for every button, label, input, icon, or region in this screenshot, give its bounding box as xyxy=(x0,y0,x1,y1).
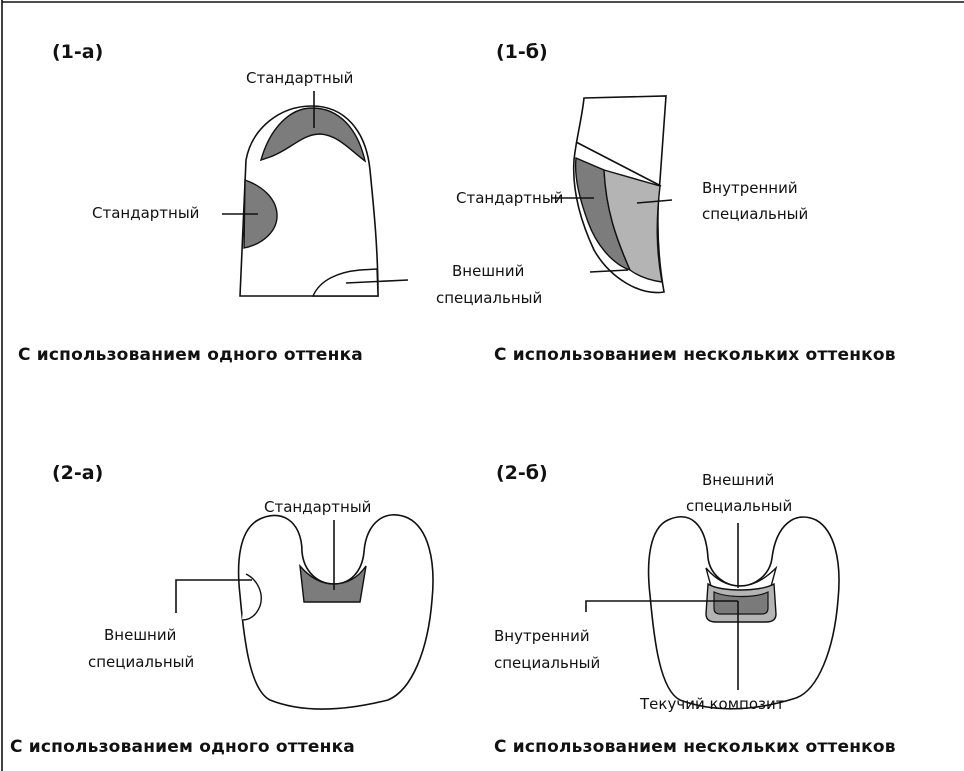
panel-2b-label-inner-special-1: Внутренний xyxy=(494,627,590,645)
panel-2a-label-outer-special-2: специальный xyxy=(88,653,194,671)
panel-2a-caption: С использованием одного оттенка xyxy=(10,737,355,757)
panel-1a-label-standard-left: Стандартный xyxy=(92,204,199,222)
panel-2b-label-outer-special-1: Внешний xyxy=(702,471,774,489)
panel-1b-id: (1-б) xyxy=(496,41,548,63)
panel-2b-label-outer-special-2: специальный xyxy=(686,497,792,515)
panel-1a-label-outer-special-1: Внешний xyxy=(452,262,524,280)
panel-2b-caption: С использованием нескольких оттенков xyxy=(494,737,896,757)
panel-1b-label-inner-special-2: специальный xyxy=(702,205,808,223)
panel-2b-label-flowable: Текучий композит xyxy=(639,695,785,713)
panel-2a-label-standard: Стандартный xyxy=(264,498,371,516)
panel-2a: (2-а) Стандартный Внешний специальный С … xyxy=(10,462,433,757)
panel-2b: (2-б) Внешний специальный Внутренний спе… xyxy=(494,462,896,757)
panel-1b-caption: С использованием нескольких оттенков xyxy=(494,345,896,365)
panel-1b-label-inner-special-1: Внутренний xyxy=(702,179,798,197)
panel-1a-label-outer-special-2: специальный xyxy=(436,289,542,307)
panel-2a-label-outer-special-1: Внешний xyxy=(104,626,176,644)
panel-2b-id: (2-б) xyxy=(496,462,548,484)
panel-2b-label-inner-special-2: специальный xyxy=(494,654,600,672)
panel-2a-molar-outline xyxy=(239,515,433,709)
panel-1a-caption: С использованием одного оттенка xyxy=(18,345,363,365)
panel-1a-id: (1-а) xyxy=(52,41,103,63)
panel-1a-label-standard-top: Стандартный xyxy=(246,69,353,87)
panel-2a-id: (2-а) xyxy=(52,462,103,484)
panel-1b-label-standard: Стандартный xyxy=(456,189,563,207)
panel-1b: (1-б) Стандартный Внутренний специальный… xyxy=(456,41,896,365)
